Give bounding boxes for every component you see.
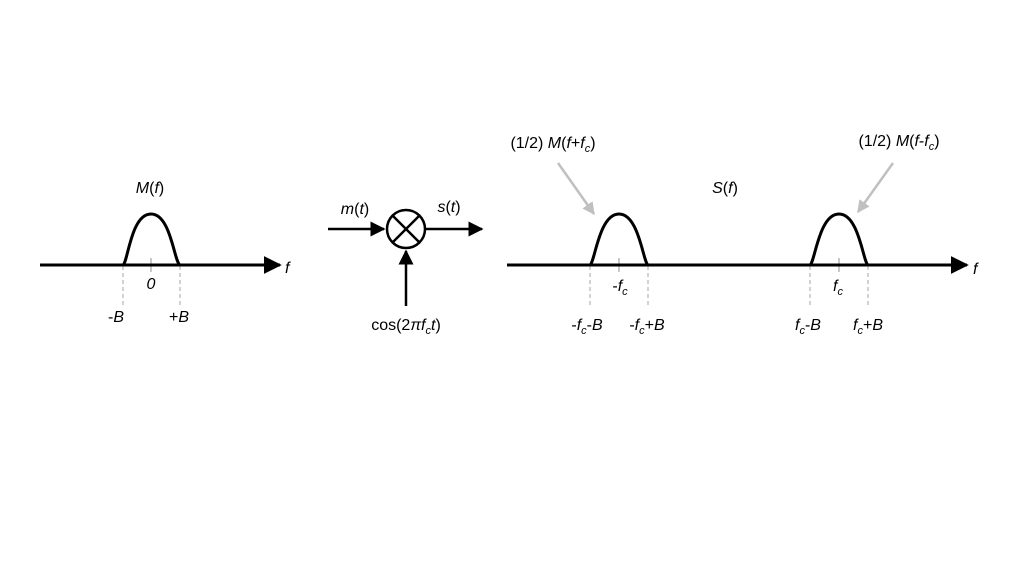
spectrum-label: S(f) (712, 180, 738, 197)
left-lower-label: -fc-B (571, 317, 603, 337)
baseband-pulse (121, 212, 182, 267)
right-pulse (808, 212, 870, 267)
right-callout-arrow (856, 162, 895, 214)
right-center-label: fc (833, 278, 843, 298)
left-callout-arrow (556, 162, 596, 216)
left-upper-label: -fc+B (629, 317, 665, 337)
input-label: m(t) (341, 201, 369, 218)
left-center-label: -fc (612, 278, 628, 298)
axis-label: f (285, 260, 291, 277)
axis-label: f (973, 261, 979, 278)
lower-edge-label: -B (108, 309, 124, 326)
left-pulse (588, 212, 650, 267)
upper-edge-label: +B (169, 309, 189, 326)
right-lower-label: fc-B (795, 317, 821, 337)
baseband-spectrum: M(f) f 0 -B +B (40, 180, 291, 326)
center-tick-label: 0 (147, 276, 156, 293)
right-upper-label: fc+B (853, 317, 883, 337)
right-callout-label: (1/2) M(f-fc) (858, 133, 939, 153)
carrier-label: cos(2πfct) (371, 317, 441, 337)
output-label: s(t) (437, 199, 460, 216)
modulated-spectrum: S(f) f (1/2) M(f+fc) (1/2) M(f-fc) -fc f… (507, 133, 979, 337)
left-callout-label: (1/2) M(f+fc) (510, 135, 595, 155)
mixer-block: m(t) s(t) cos(2πfct) (328, 199, 484, 337)
spectrum-label: M(f) (136, 180, 164, 197)
multiplier-cross-b (392, 215, 420, 243)
